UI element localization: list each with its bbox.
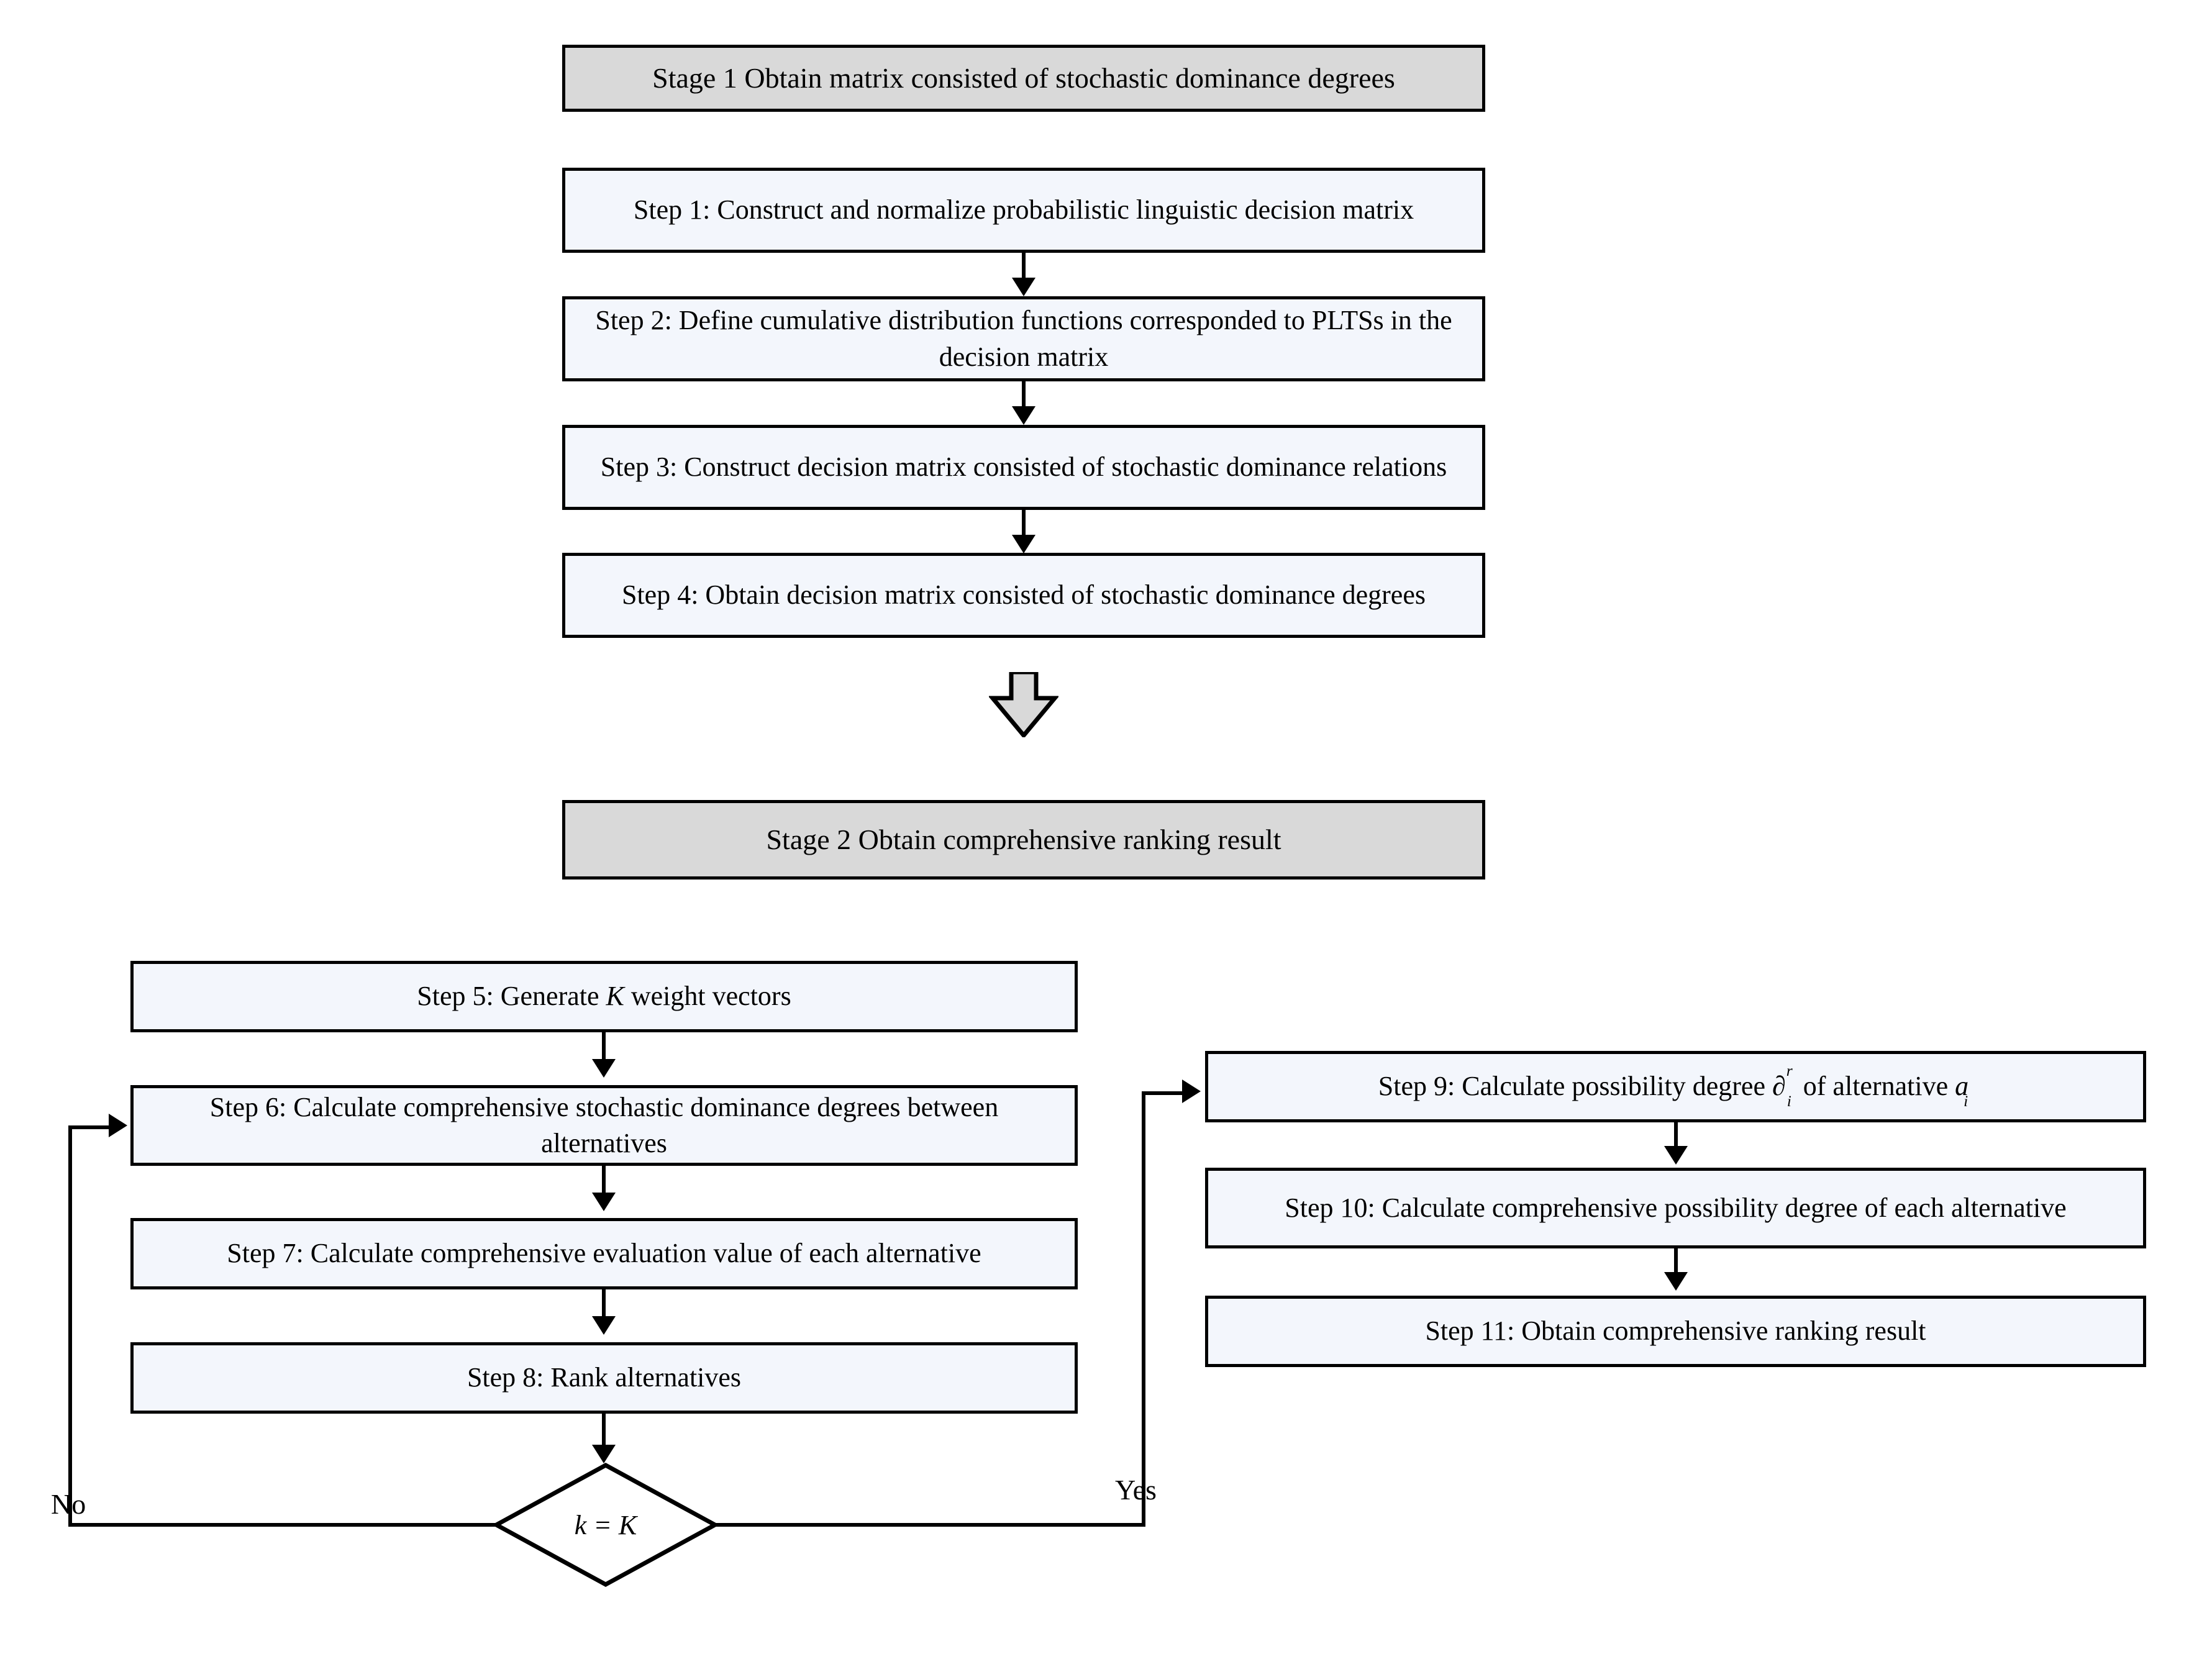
step-7-box: Step 7: Calculate comprehensive evaluati… xyxy=(130,1218,1078,1289)
step-9-partial-glyph: ∂ xyxy=(1772,1071,1786,1102)
step-9-subscript-i: i xyxy=(1786,1091,1791,1110)
step-9-superscript-r: r xyxy=(1786,1061,1793,1079)
step-7-label: Step 7: Calculate comprehensive evaluati… xyxy=(227,1238,981,1269)
step-6-box: Step 6: Calculate comprehensive stochast… xyxy=(130,1085,1078,1166)
connector-step3-step4 xyxy=(1022,510,1026,536)
arrowhead-yes-into-step9 xyxy=(1182,1079,1201,1103)
no-branch-horizontal-top xyxy=(68,1125,112,1129)
step-11-box: Step 11: Obtain comprehensive ranking re… xyxy=(1205,1296,2146,1367)
step-5-suffix: weight vectors xyxy=(624,981,791,1012)
step-10-box: Step 10: Calculate comprehensive possibi… xyxy=(1205,1168,2146,1248)
step-9-prefix: Step 9: Calculate possibility degree xyxy=(1378,1071,1772,1102)
arrowhead-step9-step10 xyxy=(1664,1146,1688,1165)
step-1-label: Step 1: Construct and normalize probabil… xyxy=(633,194,1414,225)
step-9-alternative-subscript-i: i xyxy=(1964,1091,1968,1110)
arrowhead-step3-step4 xyxy=(1012,535,1035,553)
arrowhead-step2-step3 xyxy=(1012,406,1035,425)
connector-step9-step10 xyxy=(1674,1122,1678,1147)
arrowhead-step1-step2 xyxy=(1012,278,1035,296)
step-10-label: Step 10: Calculate comprehensive possibi… xyxy=(1285,1192,2067,1223)
step-11-label: Step 11: Obtain comprehensive ranking re… xyxy=(1425,1316,1926,1347)
step-4-label: Step 4: Obtain decision matrix consisted… xyxy=(621,580,1426,611)
connector-step10-step11 xyxy=(1674,1248,1678,1273)
step-9-possibility-symbol: ∂ri xyxy=(1772,1063,1796,1109)
connector-step8-decision xyxy=(602,1414,606,1446)
step-9-alternative-a: a xyxy=(1955,1071,1969,1102)
stage-2-header-label: Stage 2 Obtain comprehensive ranking res… xyxy=(766,823,1281,855)
decision-condition-label: k = K xyxy=(574,1509,637,1540)
step-5-label: Step 5: Generate K weight vectors xyxy=(150,978,1058,1014)
step-8-box: Step 8: Rank alternatives xyxy=(130,1342,1078,1414)
step-3-box: Step 3: Construct decision matrix consis… xyxy=(562,425,1485,510)
step-9-box: Step 9: Calculate possibility degree ∂ri… xyxy=(1205,1051,2146,1122)
no-branch-horizontal-bottom xyxy=(68,1523,497,1527)
arrowhead-step5-step6 xyxy=(592,1059,616,1078)
no-branch-label: No xyxy=(51,1488,86,1520)
step-2-label: Step 2: Define cumulative distribution f… xyxy=(595,305,1452,372)
connector-step2-step3 xyxy=(1022,381,1026,407)
arrowhead-step7-step8 xyxy=(592,1316,616,1335)
step-5-prefix: Step 5: Generate xyxy=(417,981,606,1012)
yes-branch-label: Yes xyxy=(1115,1474,1157,1506)
connector-step6-step7 xyxy=(602,1166,606,1194)
yes-branch-horizontal-bottom xyxy=(714,1523,1145,1527)
step-2-box: Step 2: Define cumulative distribution f… xyxy=(562,296,1485,381)
stage-transition-block-arrow xyxy=(989,672,1058,737)
stage-2-header: Stage 2 Obtain comprehensive ranking res… xyxy=(562,800,1485,879)
step-5-variable-k: K xyxy=(606,981,624,1012)
arrowhead-step8-decision xyxy=(592,1445,616,1463)
yes-branch-horizontal-top xyxy=(1142,1091,1185,1095)
step-5-box: Step 5: Generate K weight vectors xyxy=(130,961,1078,1032)
step-9-label: Step 9: Calculate possibility degree ∂ri… xyxy=(1224,1063,2127,1109)
arrowhead-no-into-step6 xyxy=(109,1114,127,1137)
connector-step7-step8 xyxy=(602,1289,606,1317)
step-8-label: Step 8: Rank alternatives xyxy=(467,1362,742,1393)
stage-1-header-label: Stage 1 Obtain matrix consisted of stoch… xyxy=(652,61,1395,94)
step-9-alternative-symbol: ai xyxy=(1955,1068,1973,1109)
connector-step5-step6 xyxy=(602,1032,606,1060)
decision-diamond xyxy=(494,1463,717,1587)
yes-branch-vertical xyxy=(1142,1091,1145,1526)
step-6-label: Step 6: Calculate comprehensive stochast… xyxy=(209,1091,999,1158)
step-1-box: Step 1: Construct and normalize probabil… xyxy=(562,168,1485,253)
step-3-label: Step 3: Construct decision matrix consis… xyxy=(600,452,1447,483)
arrowhead-step10-step11 xyxy=(1664,1272,1688,1291)
step-4-box: Step 4: Obtain decision matrix consisted… xyxy=(562,553,1485,638)
step-9-middle: of alternative xyxy=(1796,1071,1955,1102)
no-branch-vertical xyxy=(68,1125,72,1526)
stage-1-header: Stage 1 Obtain matrix consisted of stoch… xyxy=(562,45,1485,112)
arrowhead-step6-step7 xyxy=(592,1193,616,1211)
connector-step1-step2 xyxy=(1022,253,1026,279)
